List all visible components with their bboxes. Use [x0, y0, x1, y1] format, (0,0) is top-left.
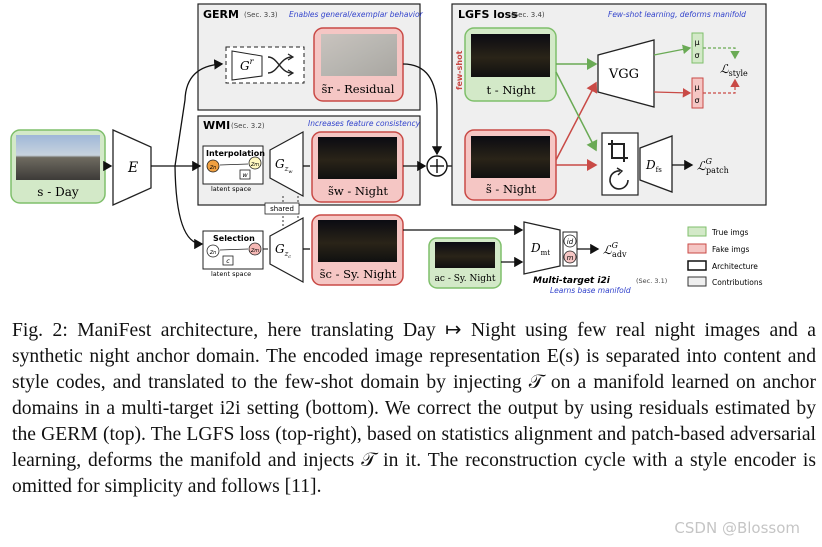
gzw-generator	[269, 130, 304, 198]
residual-image	[321, 34, 397, 76]
gzc-generator	[269, 216, 304, 284]
syn-night-label: s̃c - Sy. Night	[320, 267, 397, 281]
encoder	[112, 128, 152, 207]
rotate-icon	[609, 170, 629, 190]
crop-op	[601, 132, 639, 196]
w-node: w	[242, 171, 248, 179]
input-block: s - Day E	[10, 59, 224, 250]
anchor-image	[435, 242, 495, 268]
lgfs-note: Few-shot learning, deforms manifold	[608, 10, 746, 19]
legend: True imgs Fake imgs Architecture Contrib…	[687, 226, 763, 287]
legend-true: True imgs	[711, 228, 748, 237]
sum-node	[402, 63, 464, 177]
id-node: id	[567, 238, 574, 246]
t-night-image	[471, 34, 550, 77]
selection-block: Selection zn zm c latent space Gzc share…	[202, 165, 404, 286]
shared-label: shared	[270, 205, 294, 213]
t-night-label: t - Night	[487, 83, 536, 97]
mt-note: Learns base manifold	[550, 286, 631, 295]
wmi-title: WMI	[203, 119, 230, 132]
mt-sec: (Sec. 3.1)	[636, 277, 667, 285]
wmi-note: Increases feature consistency	[308, 119, 421, 128]
encoder-label: E	[127, 160, 138, 176]
selection-title: Selection	[213, 234, 255, 243]
interp-title: Interpolation	[206, 149, 265, 158]
fewshot-label: few-shot	[455, 50, 464, 90]
watermark: CSDN @Blossom	[674, 519, 800, 537]
dfs-discriminator	[639, 135, 673, 193]
selection-latent-label: latent space	[211, 270, 251, 278]
anchor-label: ac - Sy. Night	[435, 274, 496, 284]
night-w-image	[318, 137, 397, 179]
germ-module: GERM (Sec. 3.3) Enables general/exemplar…	[197, 3, 424, 111]
germ-note: Enables general/exemplar behavior	[289, 10, 424, 19]
svg-text:zn: zn	[209, 248, 217, 256]
germ-title: GERM	[203, 8, 239, 21]
residual-label: s̃r - Residual	[322, 82, 395, 96]
germ-sec: (Sec. 3.3)	[244, 11, 278, 19]
zm-node: zm	[250, 160, 259, 168]
gr-trapezoid	[231, 50, 263, 81]
mu-fake: μ	[694, 83, 699, 92]
legend-contrib: Contributions	[712, 278, 763, 287]
c-node: c	[226, 257, 230, 265]
s-night-label: s̃ - Night	[486, 182, 537, 196]
sigma-fake: σ	[694, 96, 699, 105]
figure-caption: Fig. 2: ManiFest architecture, here tran…	[12, 320, 816, 497]
wmi-module: WMI (Sec. 3.2) Increases feature consist…	[197, 115, 421, 206]
vgg-network	[597, 39, 655, 108]
lgfs-sec: (Sec. 3.4)	[511, 11, 545, 19]
shuffle-icon	[267, 56, 293, 74]
lgfs-module: LGFS loss (Sec. 3.4) Few-shot learning, …	[451, 3, 767, 206]
lgfs-title: LGFS loss	[458, 8, 518, 21]
s-night-image	[471, 136, 550, 178]
architecture-figure: GERM (Sec. 3.3) Enables general/exemplar…	[10, 3, 767, 295]
syn-night-image	[318, 220, 397, 262]
dmt-discriminator	[523, 221, 561, 275]
day-label: s - Day	[37, 185, 79, 199]
vgg-label: VGG	[608, 67, 639, 82]
mt-title: Multi-target i2i	[533, 276, 611, 286]
zn-node: zn	[209, 163, 217, 171]
legend-fake: Fake imgs	[712, 245, 749, 254]
mu-true: μ	[694, 38, 699, 47]
day-image	[16, 135, 100, 180]
svg-text:zm: zm	[250, 246, 259, 254]
wmi-latent-label: latent space	[211, 185, 251, 193]
m-node: m	[567, 254, 574, 262]
sigma-true: σ	[694, 51, 699, 60]
night-w-label: s̃w - Night	[328, 184, 388, 198]
wmi-sec: (Sec. 3.2)	[231, 122, 265, 130]
legend-arch: Architecture	[712, 262, 758, 271]
crop-icon	[608, 140, 628, 162]
